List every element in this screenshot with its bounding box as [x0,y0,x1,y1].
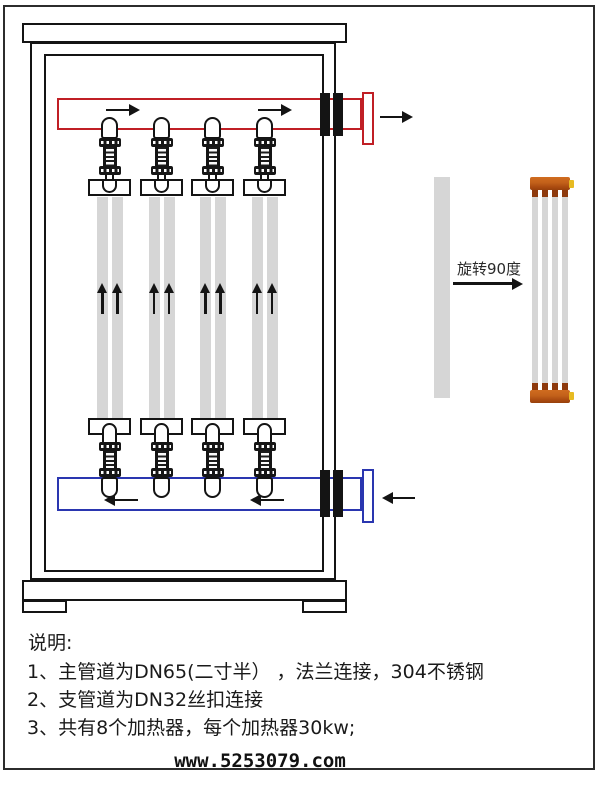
joint-neck [105,175,114,181]
union-nut [202,468,224,477]
flow-arrow-up-icon [215,283,227,314]
union-nut [150,166,173,175]
diagram-border [3,5,595,770]
manifold-stub [562,190,568,197]
flange-dome [153,181,169,193]
union-nut [99,468,121,477]
flow-arrow-up-icon [112,283,124,314]
union-nut [99,166,121,175]
flange-dome [256,423,272,442]
heater-tube [562,197,568,383]
union-nut [253,468,276,477]
heater-element-side-view [434,177,450,398]
heater-union-cap-bottom [204,477,221,498]
flow-arrow-left-icon [104,494,138,506]
pipe-wall-seal [333,470,343,517]
union-nut [253,138,276,147]
note-line-3: 3、共有8个加热器，每个加热器30kw; [27,717,356,739]
pipe-wall-seal [320,470,330,517]
flow-arrow-up-icon [163,283,175,314]
flange-dome [153,423,169,442]
heater-tube [542,197,548,383]
threaded-joint [257,451,272,468]
union-nut [202,166,224,175]
union-nut [150,138,173,147]
watermark-text: www.5253079.com [174,750,346,772]
union-nut [202,138,224,147]
heater-union-cap-bottom [101,477,118,498]
heater-union-cap-top [152,117,170,139]
union-nut [150,468,173,477]
flow-arrow-up-icon [251,283,263,314]
flange-dome [205,181,220,193]
heater-manifold-bottom [530,390,570,403]
note-line-1: 1、主管道为DN65(二寸半） ，法兰连接，304不锈钢 [27,661,484,683]
flow-arrow-up-icon [97,283,109,314]
manifold-terminal-tab [569,180,574,188]
rotate-label: 旋转90度 [456,260,522,278]
union-nut [253,442,276,451]
heater-union-cap-top [204,117,221,139]
manifold-terminal-tab [569,392,574,400]
inlet-flange [362,469,374,523]
flange-dome [102,423,117,442]
manifold-stub [532,190,538,197]
notes-heading: 说明: [28,632,73,654]
threaded-joint [103,451,117,468]
union-nut [99,138,121,147]
heater-union-cap-bottom [152,477,170,498]
threaded-joint [154,451,169,468]
joint-neck [259,175,269,181]
pipe-wall-seal [333,93,343,136]
manifold-stub [552,383,558,390]
threaded-joint [257,147,272,166]
flange-dome [205,423,220,442]
rotate-arrow-icon [453,277,523,290]
threaded-joint [206,451,220,468]
union-nut [99,442,121,451]
joint-neck [156,175,166,181]
cabinet-base [22,580,347,601]
flange-dome [256,181,272,193]
manifold-stub [552,190,558,197]
flow-arrow-up-icon [266,283,278,314]
outlet-flow-arrow-icon [380,111,413,123]
heater-tube [552,197,558,383]
flange-dome [102,181,117,193]
union-nut [202,442,224,451]
pipe-wall-seal [320,93,330,136]
flow-arrow-right-icon [258,104,292,116]
note-line-2: 2、支管道为DN32丝扣连接 [27,689,264,711]
threaded-joint [103,147,117,166]
flow-arrow-right-icon [106,104,140,116]
threaded-joint [206,147,220,166]
heater-union-cap-top [255,117,273,139]
flow-arrow-up-icon [200,283,212,314]
flow-arrow-left-icon [250,494,284,506]
cabinet-foot-left [22,600,67,613]
flow-arrow-up-icon [148,283,160,314]
union-nut [150,442,173,451]
threaded-joint [154,147,169,166]
cabinet-foot-right [302,600,347,613]
heater-union-cap-top [101,117,118,139]
inlet-flow-arrow-icon [382,492,415,504]
cabinet-top-cap [22,23,347,43]
heater-union-cap-bottom [255,477,273,498]
heater-tube [532,197,538,383]
manifold-stub [532,383,538,390]
joint-neck [208,175,217,181]
outlet-flange [362,92,374,145]
manifold-stub [542,383,548,390]
union-nut [253,166,276,175]
heater-manifold-top [530,177,570,190]
manifold-stub [562,383,568,390]
manifold-stub [542,190,548,197]
